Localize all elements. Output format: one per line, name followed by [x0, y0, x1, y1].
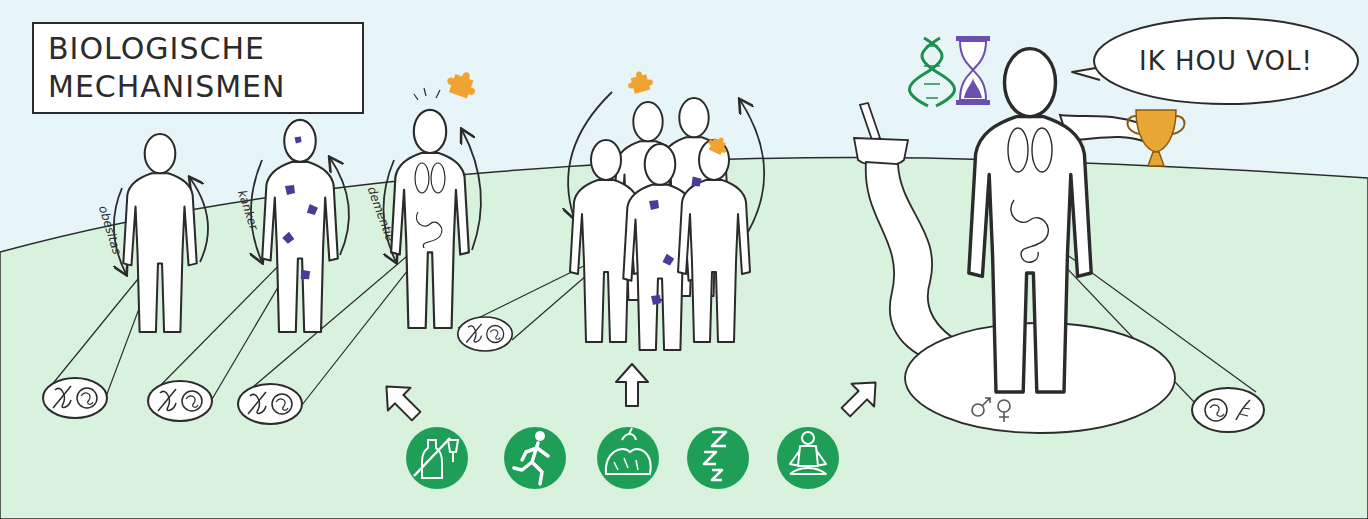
trophy-base: [1148, 152, 1164, 166]
hollow-arrow: [835, 371, 887, 423]
trophy-cup: [1136, 110, 1176, 152]
icon-disc: [504, 427, 566, 489]
hourglass-glass: [960, 41, 986, 100]
person-figure: [123, 134, 196, 332]
speech-bubble: IK HOU VOL!: [1092, 16, 1360, 106]
icon-disc: [406, 427, 468, 489]
icon-disc: [687, 427, 749, 489]
icon-food: [597, 427, 659, 489]
microbe-sketch: [1240, 408, 1250, 416]
person-figure: [262, 120, 338, 332]
icon-disc: [597, 427, 659, 489]
tumor-spot: [281, 231, 295, 245]
icon-disc: [777, 427, 839, 489]
person-group: [570, 69, 750, 350]
bread-sketch: [606, 449, 651, 474]
microbe-sketch: [1236, 400, 1250, 420]
zoom-ring: [1192, 388, 1264, 432]
toilet-lid: [860, 103, 880, 140]
tumor-spot: [285, 185, 295, 195]
trophy-handles: [1127, 116, 1184, 134]
lung-sketch: [1032, 128, 1052, 172]
lung-sketch: [415, 163, 429, 193]
apple-sketch: [622, 434, 636, 440]
dna-helix: [909, 38, 954, 106]
male-symbol: [982, 398, 990, 406]
female-symbol: [999, 412, 1009, 422]
tumor-spot: [690, 176, 703, 189]
icon-sleep: [687, 427, 749, 489]
apple-stem: [629, 428, 632, 434]
confusion-marks: [414, 88, 440, 100]
gut-sketch: [416, 212, 441, 248]
person-figure: [391, 110, 469, 328]
icon-meditation: [777, 427, 839, 489]
sleep-z: [712, 432, 726, 446]
tumor-spot: [651, 295, 661, 305]
runner-head: [535, 431, 545, 441]
sleep-z: [712, 470, 722, 480]
meditator-body: [790, 446, 826, 474]
dna-strand: [922, 38, 955, 106]
puzzle-piece: [625, 69, 654, 95]
puzzle-piece: [444, 67, 481, 100]
gut-sketch: [1210, 405, 1224, 416]
zoom-circle: [43, 378, 107, 418]
zoom-circle: [148, 381, 212, 421]
speech-text: IK HOU VOL!: [1092, 46, 1360, 76]
leader-line: [240, 240, 426, 398]
zoom-circle: [238, 384, 302, 424]
person-cancer: [262, 120, 338, 332]
toilet-bowl: [854, 138, 908, 166]
hourglass-sand: [964, 78, 982, 98]
tumor-spot: [295, 137, 302, 144]
person-healthy: [969, 49, 1150, 392]
tumor-spot: [649, 200, 659, 210]
gender-symbols: [972, 398, 1010, 422]
diagram-title: BIOLOGISCHE MECHANISMEN: [32, 22, 364, 114]
icon-exercise: [504, 427, 566, 489]
gut-sketch: [1011, 200, 1049, 262]
sleep-z: [704, 452, 716, 464]
dna-rungs: [924, 46, 940, 98]
female-symbol: [998, 400, 1010, 412]
lung-sketch: [1008, 128, 1028, 172]
runner-body: [514, 443, 548, 484]
trophy: [1127, 110, 1184, 166]
toilet: [854, 103, 908, 166]
tumor-spot: [661, 253, 675, 267]
bottle-sketch: [422, 440, 442, 478]
lung-sketch: [431, 163, 445, 193]
bread-sketch: [614, 458, 638, 470]
hollow-arrow: [375, 375, 427, 427]
icon-no-alcohol: [406, 427, 468, 489]
puzzle-piece: [706, 133, 731, 156]
person-dementia: [391, 67, 480, 328]
cross-line: [414, 438, 450, 476]
zoom-circle-healthy: [1192, 388, 1264, 432]
person-figure: [678, 140, 750, 342]
zoom-circle: [458, 317, 512, 351]
gut-sketch: [1205, 399, 1227, 421]
tumor-spot: [299, 269, 311, 281]
hollow-arrow: [616, 364, 648, 406]
hourglass: [956, 36, 990, 105]
tumor-spot: [305, 203, 319, 217]
glass-sketch: [448, 440, 458, 462]
meditator-head: [802, 432, 814, 444]
